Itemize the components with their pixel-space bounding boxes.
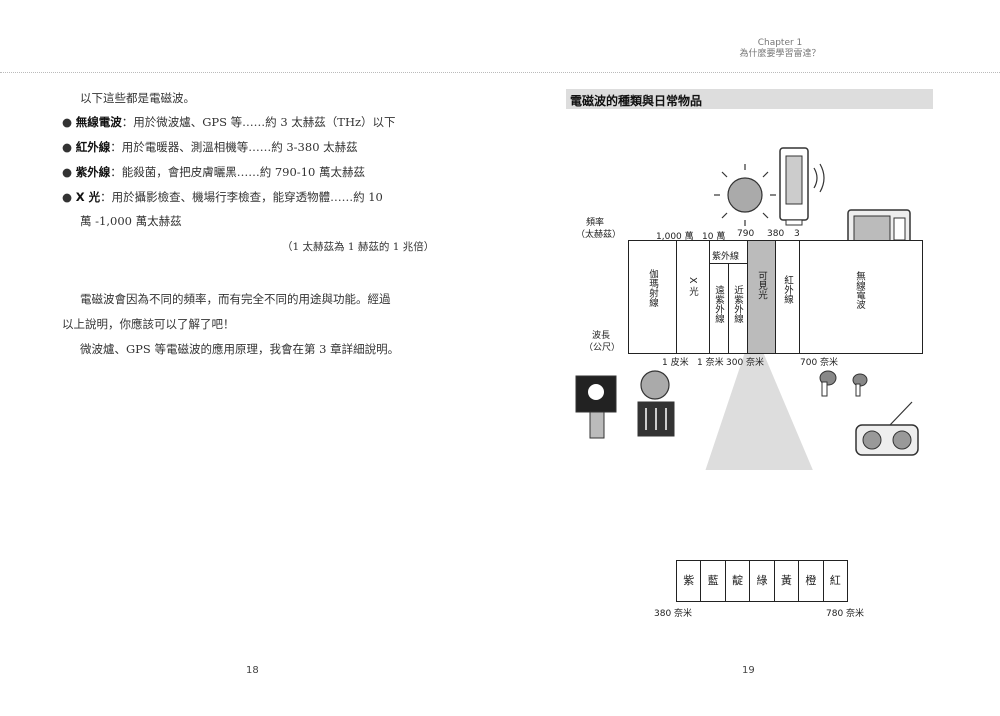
earbuds-icon (819, 370, 868, 397)
freq-tick: 790 (737, 229, 755, 239)
freq-tick: 3 (794, 229, 800, 239)
band-divider (747, 241, 748, 353)
freq-tick: 10 萬 (702, 232, 726, 242)
band-divider (676, 241, 677, 353)
visible-light-cone (705, 352, 813, 470)
visible-start-label: 380 奈米 (654, 609, 693, 619)
band-far-uv: 遠紫外線 (713, 285, 724, 323)
band-divider (775, 241, 776, 353)
bullet-desc: ：用於微波爐、GPS 等……約 3 太赫茲（THz）以下 (121, 115, 396, 129)
bullet-continuation: 萬 -1,000 萬太赫茲 (80, 214, 182, 228)
figure-title: 電磁波的種類與日常物品 (570, 94, 703, 108)
radio-icon (855, 401, 919, 456)
band-infrared: 紅外線 (782, 275, 793, 304)
page-number-left: 18 (246, 665, 259, 676)
spectrum-bar: 伽瑪射線 X 光 紫外線 遠紫外線 近紫外線 可見光 紅外線 無線電波 (628, 240, 923, 354)
band-divider (799, 241, 800, 353)
uv-sub-divider (728, 263, 729, 353)
band-uv: 紫外線 (712, 252, 740, 262)
wavelength-unit-label: （公尺） (584, 343, 621, 353)
freq-unit-label: （太赫茲） (576, 230, 622, 240)
band-visible: 可見光 (756, 271, 767, 300)
bullet-xray: ● X 光：用於攝影檢查、機場行李檢查，能穿透物體……約 10 (62, 190, 383, 204)
xray-kid-icon (575, 375, 617, 439)
visible-color-table: 紫 藍 靛 綠 黃 橙 紅 (676, 560, 848, 602)
figure-title-bar: 電磁波的種類與日常物品 (566, 89, 933, 109)
wave-tick: 1 皮米 (662, 358, 689, 368)
chapter-subtitle: 為什麼要學習雷達？ (739, 49, 821, 59)
header-divider (0, 72, 1000, 73)
band-near-uv: 近紫外線 (732, 285, 743, 323)
freq-tick: 380 (767, 229, 785, 239)
bullet-radio: ● 無線電波：用於微波爐、GPS 等……約 3 太赫茲（THz）以下 (62, 115, 396, 129)
unit-note: （1 太赫茲為 1 赫茲的 1 兆倍） (282, 241, 435, 253)
heater-icon (779, 147, 825, 226)
color-cell: 靛 (724, 561, 749, 601)
freq-label: 頻率 (586, 218, 605, 228)
band-xray: X 光 (687, 277, 698, 297)
bullet-term: 無線電波 (75, 115, 122, 129)
bullet-infrared: ● 紅外線：用於電暖器、測溫相機等……約 3-380 太赫茲 (62, 140, 358, 154)
bullet-desc: ：能殺菌，會把皮膚曬黑……約 790-10 萬太赫茲 (110, 165, 365, 179)
color-cell: 橙 (798, 561, 822, 601)
paragraph-line-1: 電磁波會因為不同的頻率，而有完全不同的用途與功能。經過 (80, 292, 391, 306)
sun-icon (714, 164, 776, 226)
bullet-term: X 光 (75, 190, 101, 204)
wave-tick: 700 奈米 (800, 358, 839, 368)
visible-end-label: 780 奈米 (826, 609, 865, 619)
wave-tick: 1 奈米 (697, 358, 724, 368)
wave-tick: 300 奈米 (726, 358, 765, 368)
color-cell: 紫 (683, 574, 695, 587)
color-cell: 紅 (822, 561, 847, 601)
page-number-right: 19 (742, 665, 755, 676)
bullet-ultraviolet: ● 紫外線：能殺菌，會把皮膚曬黑……約 790-10 萬太赫茲 (62, 165, 365, 179)
paragraph-line-2: 以上說明，你應該可以了解了吧！ (62, 317, 235, 331)
freq-tick: 1,000 萬 (656, 232, 694, 242)
bullet-desc: ：用於攝影檢查、機場行李檢查，能穿透物體……約 10 (100, 190, 383, 204)
chapter-label: Chapter 1 (757, 38, 803, 48)
color-cell: 綠 (749, 561, 773, 601)
bullet-term: 紫外線 (75, 165, 111, 179)
xray-scan-kid-icon (637, 370, 675, 437)
band-radio: 無線電波 (854, 271, 865, 309)
band-gamma: 伽瑪射線 (647, 269, 658, 307)
visible-band-fill (747, 241, 775, 353)
bullet-desc: ：用於電暖器、測溫相機等……約 3-380 太赫茲 (110, 140, 358, 154)
band-divider (709, 241, 710, 353)
wavelength-label: 波長 (592, 331, 611, 341)
color-cell: 藍 (700, 561, 724, 601)
color-cell: 黃 (773, 561, 798, 601)
intro-text: 以下這些都是電磁波。 (80, 91, 195, 105)
running-header: Chapter 1 為什麼要學習雷達？ (720, 38, 840, 60)
paragraph-line-3: 微波爐、GPS 等電磁波的應用原理，我會在第 3 章詳細說明。 (80, 342, 400, 356)
bullet-term: 紅外線 (75, 140, 111, 154)
